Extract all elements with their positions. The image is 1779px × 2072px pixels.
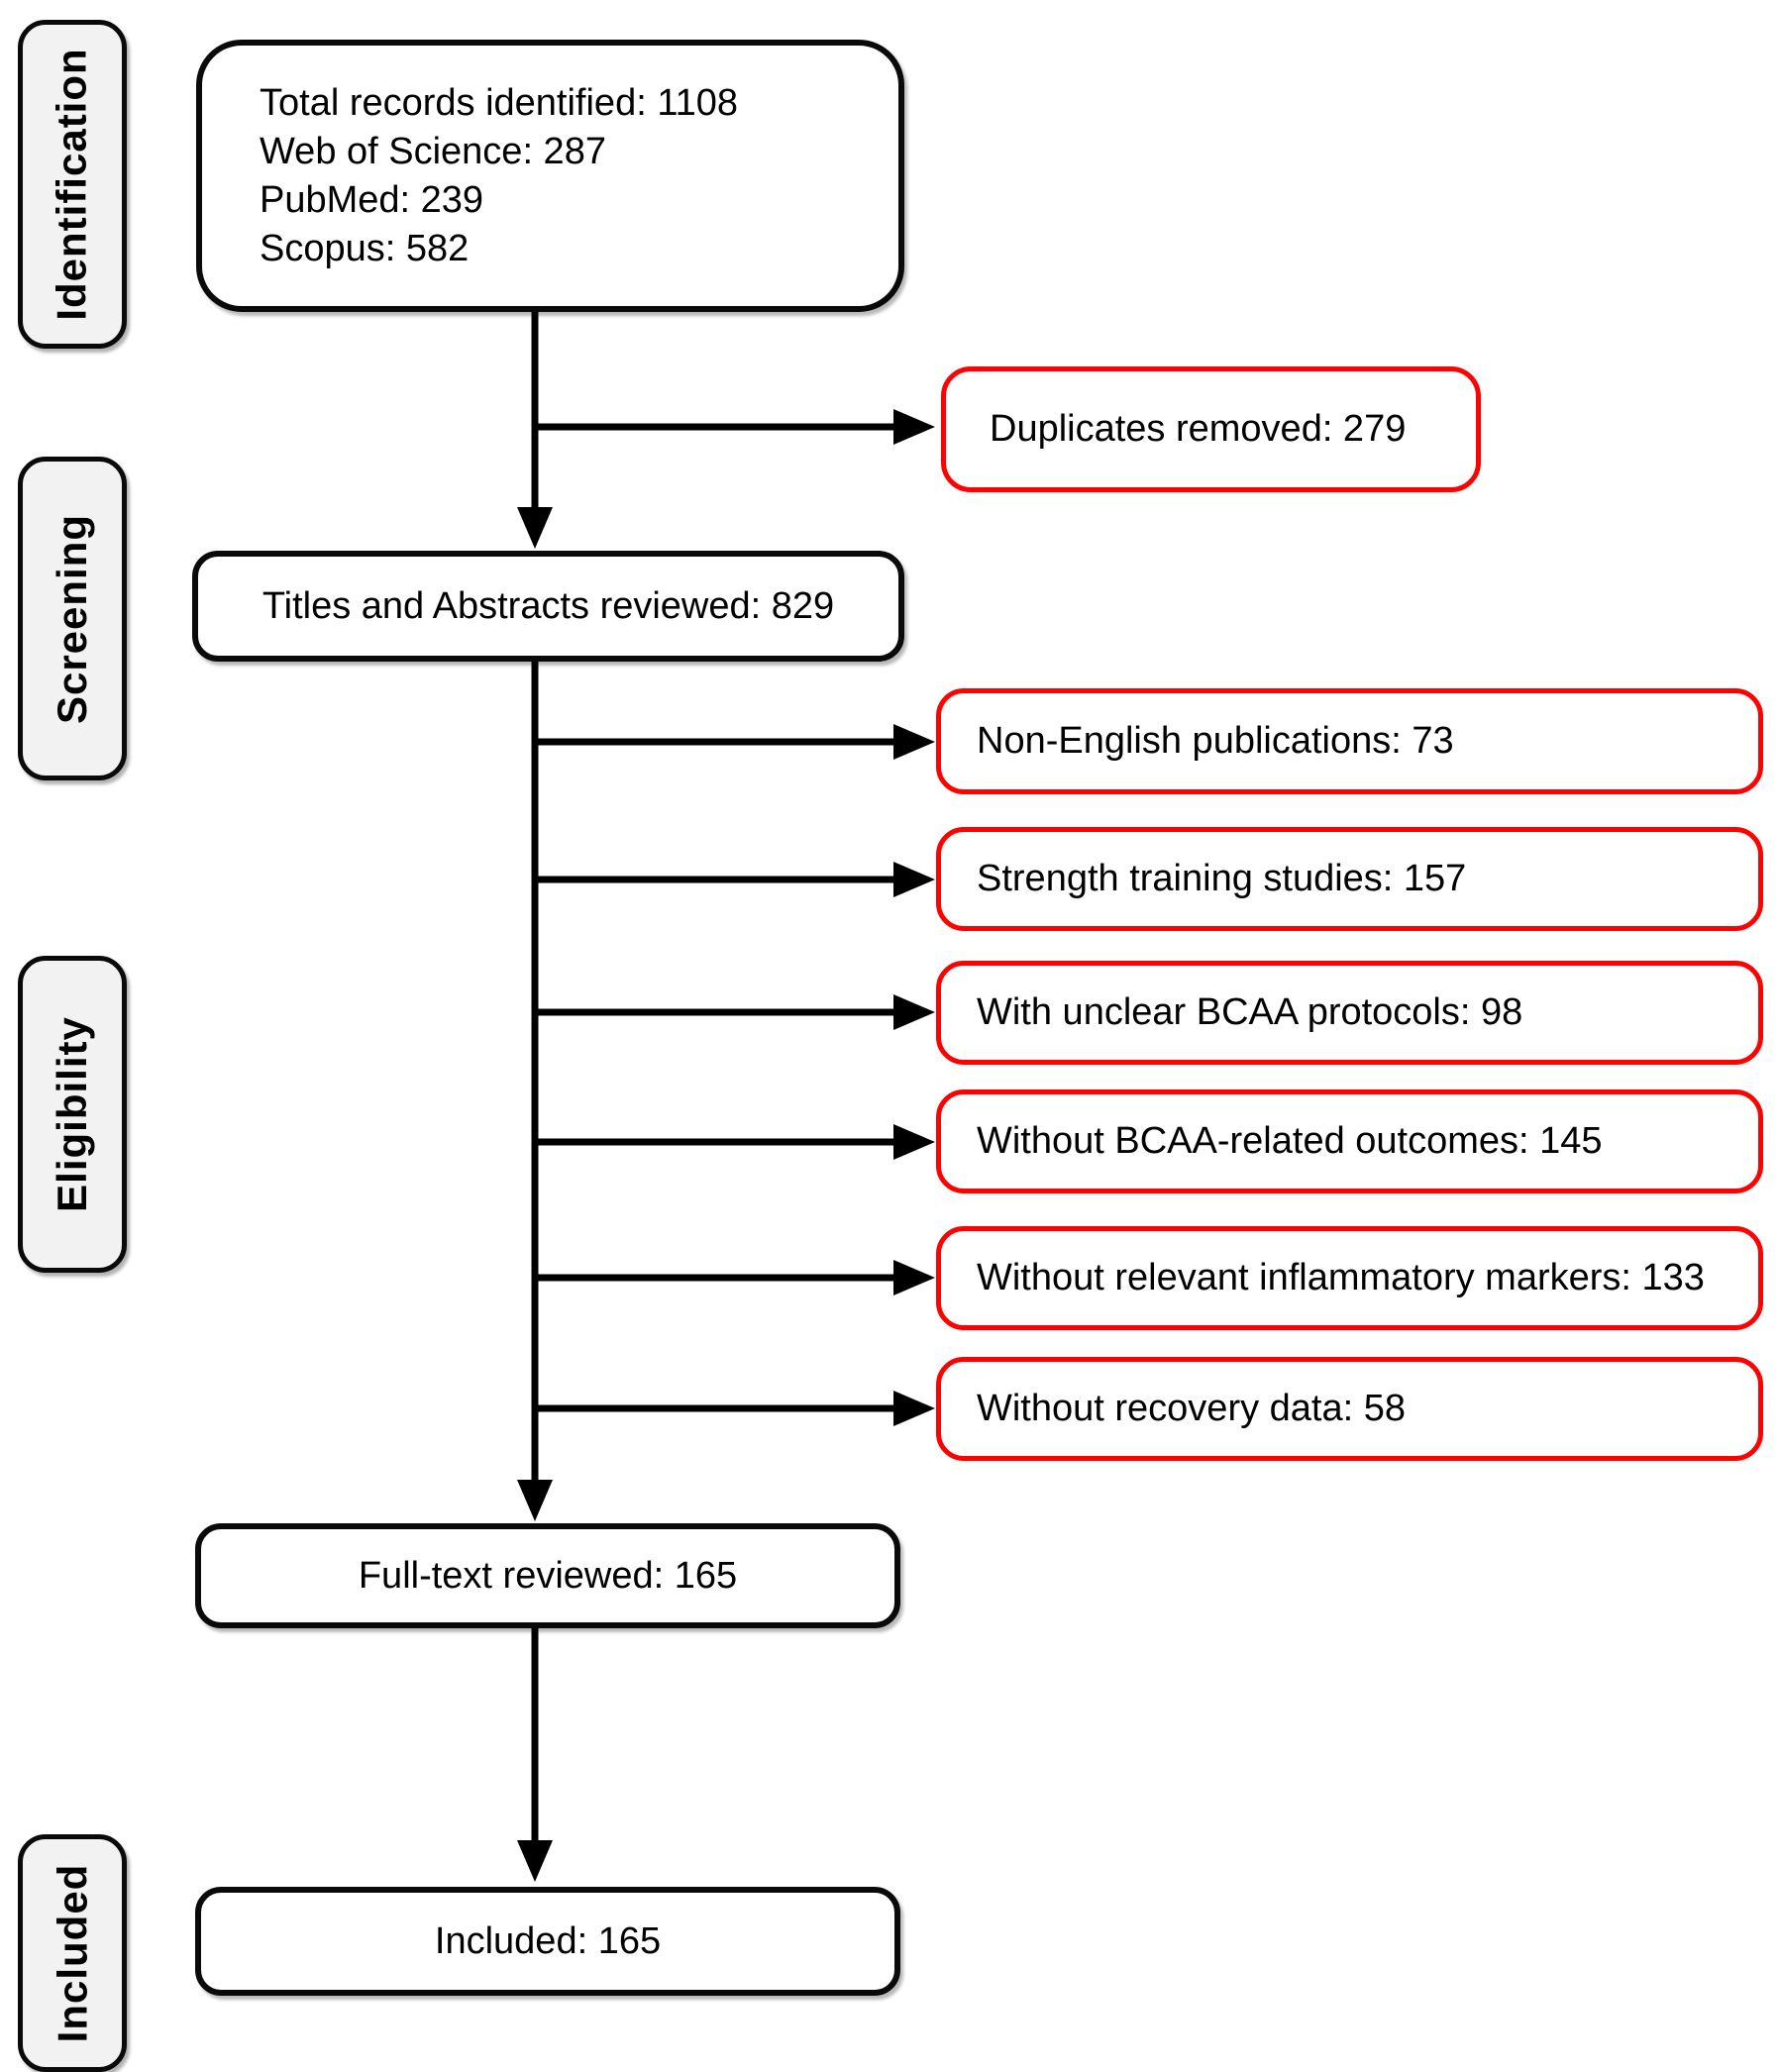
stage-label-included-text: Included (49, 1863, 95, 2043)
fulltext-reviewed-text: Full-text reviewed: 165 (358, 1554, 738, 1597)
exclusion-recovery-data-box: Without recovery data: 58 (936, 1357, 1763, 1461)
exclusion-strength-training-text: Strength training studies: 157 (977, 858, 1467, 899)
exclusion-non-english-text: Non-English publications: 73 (977, 720, 1454, 762)
arrow-branch-recovery-data (532, 1391, 935, 1426)
arrow-branch-inflammatory-markers (532, 1260, 935, 1295)
titles-abstracts-reviewed-text: Titles and Abstracts reviewed: 829 (262, 584, 835, 627)
exclusion-recovery-data-text: Without recovery data: 58 (977, 1388, 1406, 1429)
fulltext-reviewed-box: Full-text reviewed: 165 (195, 1523, 900, 1628)
exclusion-duplicates-removed-box: Duplicates removed: 279 (941, 366, 1481, 492)
arrow-branch-without-outcomes (532, 1124, 935, 1160)
records-web-of-science-line: Web of Science: 287 (260, 130, 606, 172)
stage-label-eligibility-text: Eligibility (49, 1016, 95, 1212)
exclusion-inflammatory-markers-box: Without relevant inflammatory markers: 1… (936, 1226, 1763, 1330)
exclusion-inflammatory-markers-text: Without relevant inflammatory markers: 1… (977, 1257, 1705, 1298)
titles-abstracts-reviewed-box: Titles and Abstracts reviewed: 829 (192, 551, 904, 662)
records-identified-box: Total records identified: 1108 Web of Sc… (196, 40, 904, 312)
arrow-branch-unclear-bcaa (532, 994, 935, 1030)
included-text: Included: 165 (434, 1919, 662, 1962)
exclusion-unclear-bcaa-box: With unclear BCAA protocols: 98 (936, 961, 1763, 1065)
exclusion-strength-training-box: Strength training studies: 157 (936, 827, 1763, 931)
stage-label-identification-text: Identification (49, 48, 95, 321)
stage-label-eligibility: Eligibility (18, 956, 127, 1273)
exclusion-unclear-bcaa-text: With unclear BCAA protocols: 98 (977, 991, 1523, 1033)
exclusion-without-outcomes-text: Without BCAA-related outcomes: 145 (977, 1120, 1603, 1162)
arrow-fulltext-to-included (517, 1628, 553, 1882)
included-box: Included: 165 (195, 1887, 900, 1996)
records-pubmed-line: PubMed: 239 (260, 178, 484, 221)
records-total-line: Total records identified: 1108 (260, 81, 739, 124)
arrow-records-to-screened (517, 312, 553, 549)
stage-label-screening-text: Screening (49, 513, 96, 724)
stage-label-identification: Identification (18, 20, 127, 349)
arrow-screened-to-fulltext (517, 662, 553, 1521)
stage-label-included: Included (18, 1834, 127, 2072)
arrow-branch-strength-training (532, 862, 935, 897)
arrow-branch-non-english (532, 724, 935, 760)
exclusion-without-outcomes-box: Without BCAA-related outcomes: 145 (936, 1089, 1763, 1193)
exclusion-duplicates-removed-text: Duplicates removed: 279 (990, 408, 1407, 450)
stage-label-screening: Screening (18, 457, 127, 780)
arrow-branch-duplicates (532, 409, 935, 445)
exclusion-non-english-box: Non-English publications: 73 (936, 688, 1763, 794)
records-scopus-line: Scopus: 582 (260, 227, 470, 269)
